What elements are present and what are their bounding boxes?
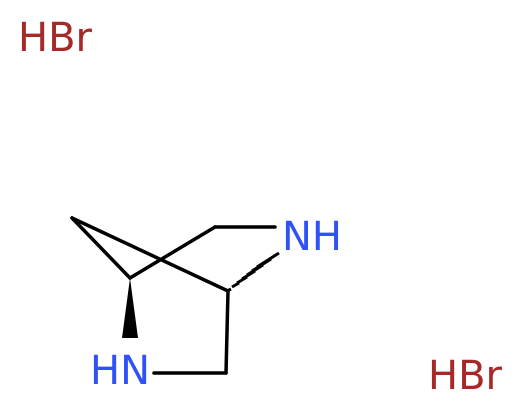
hash-1 — [226, 287, 232, 293]
bond-c1-c6 — [128, 225, 217, 280]
salt-label-top-left: HBr — [18, 15, 93, 61]
atom-label-nh-upper: NH — [282, 214, 342, 260]
hash-7 — [256, 251, 280, 269]
atom-label-hn-lower: HN — [90, 348, 150, 394]
bond-c4-c3 — [224, 289, 230, 375]
bond-lines — [70, 216, 277, 375]
salt-label-bottom-right: HBr — [428, 353, 503, 399]
bond-c4-n5-hash — [226, 251, 280, 293]
bond-c1-n2-wedge — [122, 278, 138, 338]
bond-c7-c1 — [70, 216, 132, 280]
bond-c7-c4 — [70, 216, 230, 293]
